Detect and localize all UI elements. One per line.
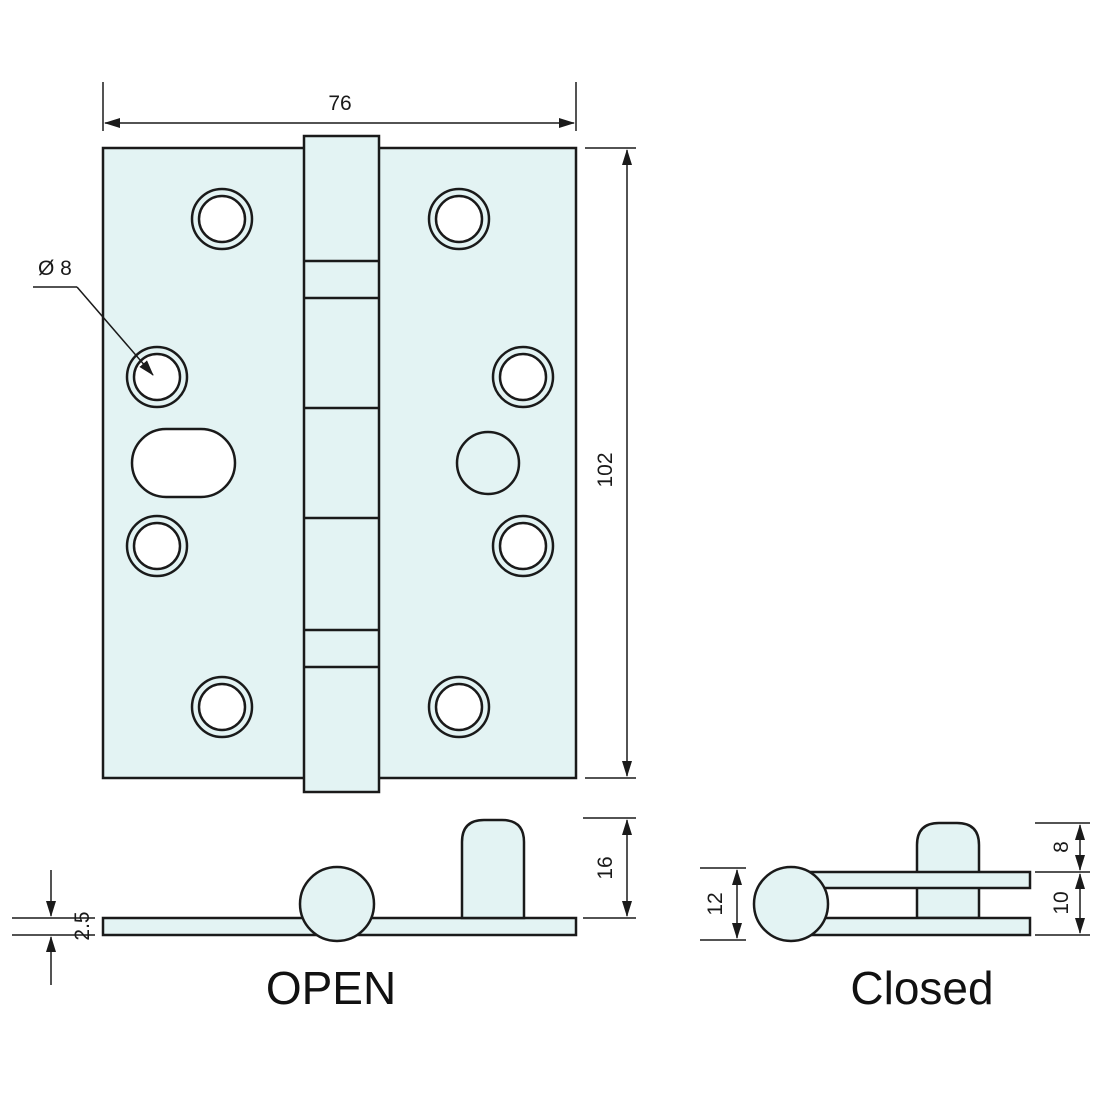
screw-hole — [491, 514, 555, 578]
screw-hole — [427, 187, 491, 251]
stud-height-label: 16 — [594, 856, 617, 879]
screw-hole — [427, 675, 491, 739]
screw-hole — [125, 514, 189, 578]
height-dimension — [585, 147, 636, 779]
closed-right-dimensions — [1035, 822, 1090, 936]
closed-stud-label: 8 — [1050, 841, 1073, 853]
security-stud — [455, 430, 521, 496]
open-side-view — [101, 818, 578, 943]
hinge-knuckle-barrel — [302, 134, 381, 794]
closed-pin-label: 12 — [704, 892, 727, 915]
diameter-label: Ø 8 — [38, 257, 72, 280]
screw-hole — [491, 345, 555, 409]
open-knuckle — [298, 865, 376, 943]
closed-stud — [915, 821, 981, 920]
thickness-label: 2.5 — [71, 911, 94, 940]
closed-pin-dimension — [700, 867, 746, 941]
closed-bottom-leaf — [788, 916, 1032, 937]
security-slot — [130, 427, 237, 499]
width-dimension — [102, 82, 577, 131]
closed-side-view — [752, 821, 1032, 943]
closed-gap-label: 10 — [1050, 891, 1073, 914]
open-caption: OPEN — [266, 962, 396, 1014]
screw-hole — [190, 187, 254, 251]
screw-hole — [190, 675, 254, 739]
height-label: 102 — [594, 452, 617, 487]
open-stud — [460, 818, 526, 920]
closed-top-leaf — [788, 870, 1032, 890]
hinge-front-view — [101, 134, 578, 794]
closed-caption: Closed — [850, 962, 993, 1014]
stud-height-dimension — [583, 817, 636, 919]
width-label: 76 — [328, 92, 351, 115]
diameter-leader — [33, 286, 154, 376]
closed-knuckle — [752, 865, 830, 943]
thickness-dimension — [12, 870, 95, 985]
